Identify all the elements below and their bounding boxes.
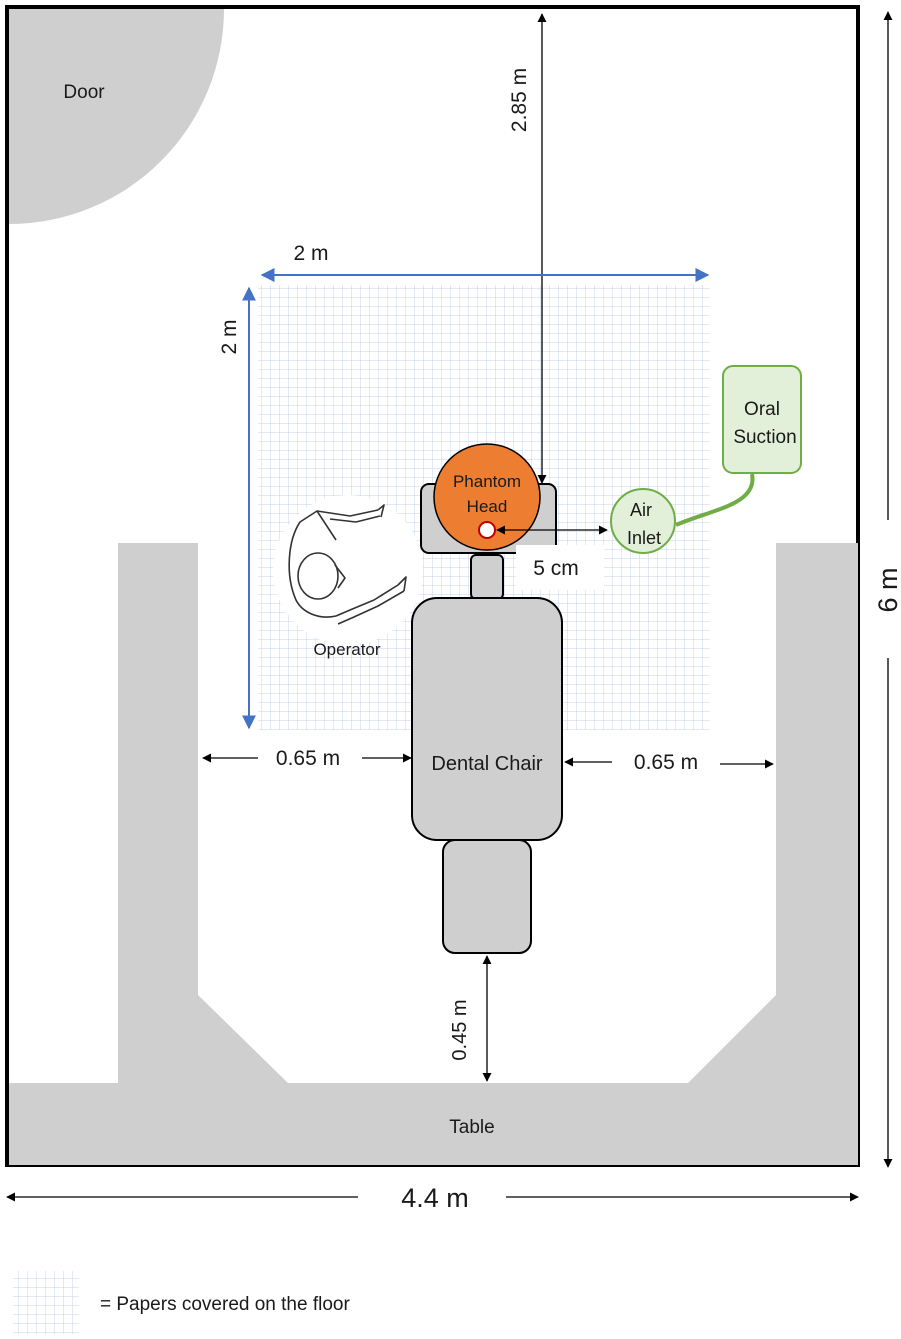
dental-chair-footrest <box>442 839 532 954</box>
oral-suction-label-line1: Oral <box>744 399 780 420</box>
right-gap-label: 0.65 m <box>634 751 698 774</box>
air-inlet <box>610 488 676 554</box>
operator-area <box>273 495 423 645</box>
phantom-head-label-line2: Head <box>467 497 508 516</box>
door-swing <box>9 9 224 224</box>
five-cm-label-box <box>516 545 604 590</box>
table-counter <box>9 543 858 1165</box>
bottom-gap-label: 0.45 m <box>449 999 471 1060</box>
grid-width-label: 2 m <box>293 242 328 265</box>
operator-label: Operator <box>313 640 380 659</box>
door-label: Door <box>63 82 105 103</box>
left-gap-label: 0.65 m <box>276 747 340 770</box>
legend-label: = Papers covered on the floor <box>100 1294 350 1315</box>
air-inlet-label-line2: Inlet <box>627 528 661 548</box>
room-height-label: 6 m <box>873 567 901 612</box>
chair-neck <box>470 554 504 600</box>
dental-chair-label: Dental Chair <box>431 753 543 775</box>
operator-figure-icon <box>288 504 407 625</box>
table-label: Table <box>449 1117 494 1138</box>
air-inlet-label-line1: Air <box>630 500 652 520</box>
legend-grid-swatch <box>13 1271 79 1334</box>
phantom-head <box>433 443 541 551</box>
dental-chair-seat <box>411 597 563 841</box>
oral-suction-label-line2: Suction <box>733 427 796 448</box>
room-width-label: 4.4 m <box>401 1183 469 1213</box>
dimension-label-5cm: 5 cm <box>533 557 579 580</box>
dimension-label-2-85m: 2.85 m <box>508 68 531 132</box>
oral-suction-box <box>722 365 802 474</box>
phantom-head-label-line1: Phantom <box>453 472 521 491</box>
grid-height-label: 2 m <box>218 319 241 354</box>
phantom-mouth-dot <box>478 521 496 539</box>
suction-tube <box>675 473 755 527</box>
